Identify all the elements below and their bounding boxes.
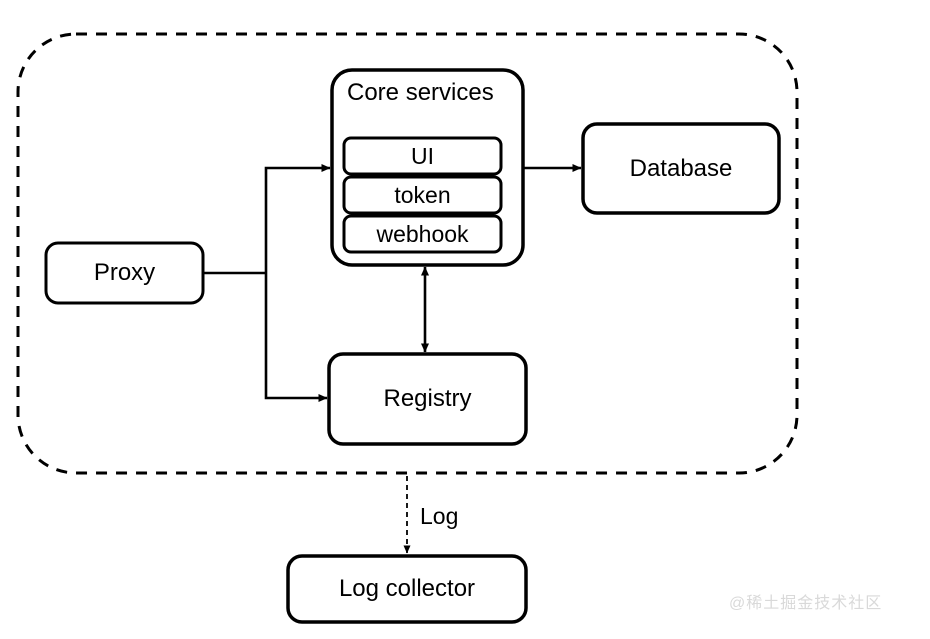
node-proxy[interactable] (44, 241, 205, 305)
edge-proxy-to-core-services (264, 164, 331, 273)
node-token[interactable] (342, 175, 503, 215)
dashed-system-boundary (16, 32, 799, 475)
node-registry[interactable] (327, 352, 528, 446)
node-webhook[interactable] (342, 214, 503, 254)
node-log-collector[interactable] (286, 554, 528, 624)
node-ui[interactable] (342, 136, 503, 176)
edge-proxy-to-registry (264, 273, 328, 402)
node-database[interactable] (581, 122, 781, 215)
